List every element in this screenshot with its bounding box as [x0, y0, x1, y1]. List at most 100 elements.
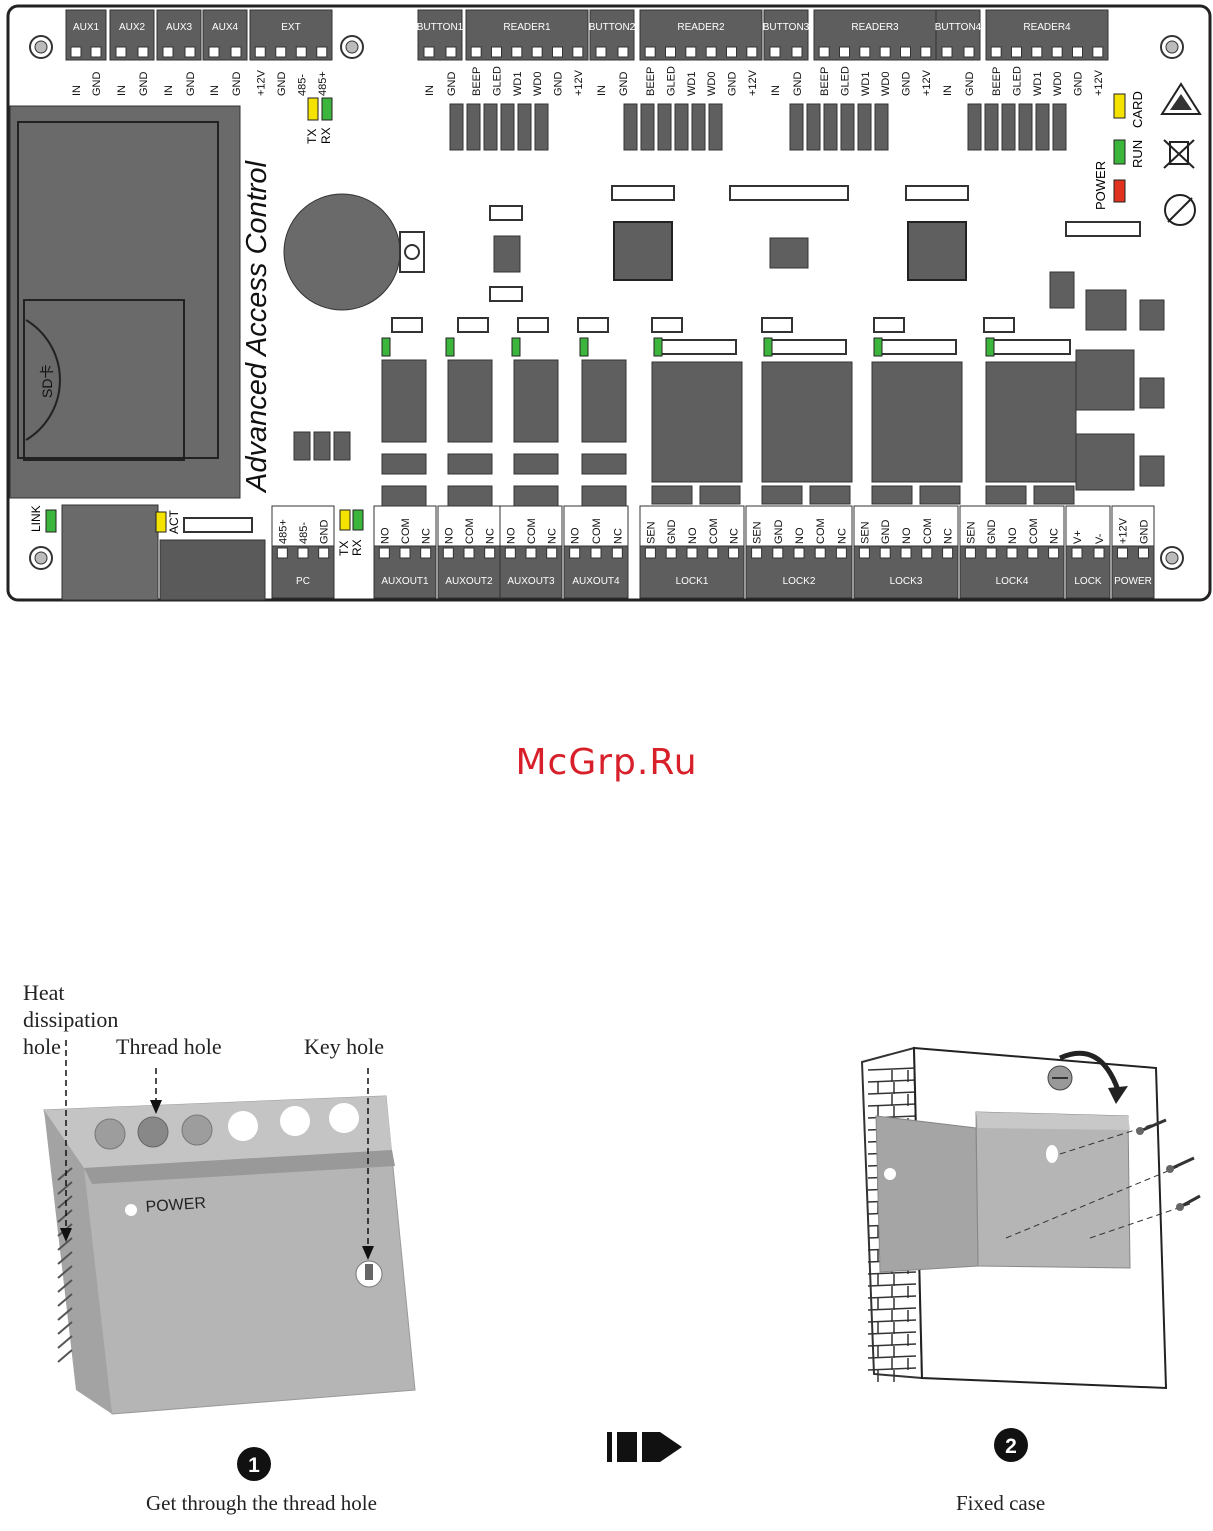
step-2-badge [994, 1428, 1028, 1462]
pin-label: GND [185, 72, 197, 97]
rx-led-label: RX [319, 127, 333, 144]
pin-label: GND [1073, 72, 1085, 97]
resistor [640, 103, 655, 151]
resistor [623, 103, 638, 151]
pin-label: V- [1094, 533, 1106, 544]
pin-label: WD0 [880, 72, 892, 96]
pin-label: GND [773, 520, 785, 545]
resistor [806, 103, 821, 151]
tx-led [307, 97, 319, 121]
pin-hole [793, 547, 805, 559]
pin-label: IN [209, 85, 221, 96]
terminal-name: EXT [281, 22, 300, 33]
esd-warning-icon [1160, 82, 1202, 115]
knockout-hole-icon [280, 1106, 310, 1136]
tx2-led-label: TX [337, 541, 351, 556]
terminal-name: AUXOUT1 [381, 576, 429, 587]
pin-hole [546, 547, 558, 559]
sd-card-label: SD卡 [39, 365, 55, 398]
vent-slot [57, 1321, 73, 1335]
pin-hole [295, 46, 307, 58]
pin-hole [491, 46, 502, 58]
brick-line [867, 1355, 917, 1359]
terminal-name: PC [296, 576, 310, 587]
vent-slot [57, 1293, 73, 1307]
pin-label: GND [553, 72, 565, 97]
terminal-name: READER2 [677, 22, 725, 33]
smd-chip [391, 317, 423, 333]
case-front-view: POWER [43, 1040, 416, 1415]
act-led-label: ACT [167, 509, 181, 534]
relay-led [653, 337, 663, 357]
coin-battery [283, 193, 425, 311]
pin-label: +12V [747, 69, 759, 96]
arrow-down-icon [150, 1100, 162, 1114]
pin-label: IN [116, 85, 128, 96]
step-1-number: 1 [248, 1454, 260, 1477]
tx2-led [339, 509, 351, 531]
vent-slot [57, 1237, 73, 1251]
thread-hole-icon [94, 1118, 126, 1150]
brick-line [867, 1091, 917, 1095]
diode [985, 485, 1027, 505]
lock-relay [761, 361, 853, 483]
pin-hole [1092, 46, 1104, 58]
pin-label: 485- [298, 522, 310, 544]
vent-slot [57, 1307, 73, 1321]
resistor [823, 103, 838, 151]
pin-hole [900, 547, 912, 559]
terminal-name: AUX4 [212, 22, 239, 33]
pin-label: IN [942, 85, 954, 96]
pin-label: NC [547, 528, 559, 544]
pin-label: COM [708, 518, 720, 544]
key-hole-label: Key hole [304, 1034, 385, 1059]
mounting-hole-icon [1160, 546, 1184, 570]
vent-slot [57, 1209, 73, 1223]
act-led [155, 511, 167, 533]
lock-relay [871, 361, 963, 483]
thread-hole-label: Thread hole [116, 1034, 222, 1059]
pin-hole [1006, 547, 1018, 559]
pin-label: NC [421, 528, 433, 544]
dip-switch [159, 539, 266, 601]
pin-label: GND [986, 520, 998, 545]
pin-label: GND [901, 72, 913, 97]
pin-label: SEN [965, 521, 977, 544]
mounting-hole-icon [29, 546, 53, 570]
pin-hole [378, 547, 390, 559]
vent-slot [57, 1349, 73, 1363]
pin-label: GND [666, 520, 678, 545]
resistor [674, 103, 689, 151]
pin-label: GND [880, 520, 892, 545]
pin-label: 485- [296, 74, 308, 96]
pin-label: WD1 [686, 72, 698, 96]
resistor [1052, 103, 1067, 151]
vent-slot [57, 1167, 73, 1181]
pin-hole [942, 547, 954, 559]
pin-label: IN [71, 85, 83, 96]
pin-hole [879, 46, 891, 58]
board-title: Advanced Access Control [241, 159, 273, 494]
rx2-led-label: RX [350, 539, 364, 556]
resistor [840, 103, 855, 151]
pin-hole [707, 547, 719, 559]
pin-label: NC [943, 528, 955, 544]
power-component [1139, 455, 1165, 487]
pin-hole [644, 547, 656, 559]
pin-hole [665, 46, 676, 58]
terminal-name: AUXOUT2 [445, 576, 493, 587]
pin-hole [1117, 547, 1128, 559]
pin-hole [728, 547, 740, 559]
pin-label: 485+ [317, 71, 329, 96]
knockout-hole-icon [329, 1103, 359, 1133]
pin-label: IN [596, 85, 608, 96]
pin-hole [254, 46, 266, 58]
terminal-name: BUTTON2 [589, 22, 636, 33]
